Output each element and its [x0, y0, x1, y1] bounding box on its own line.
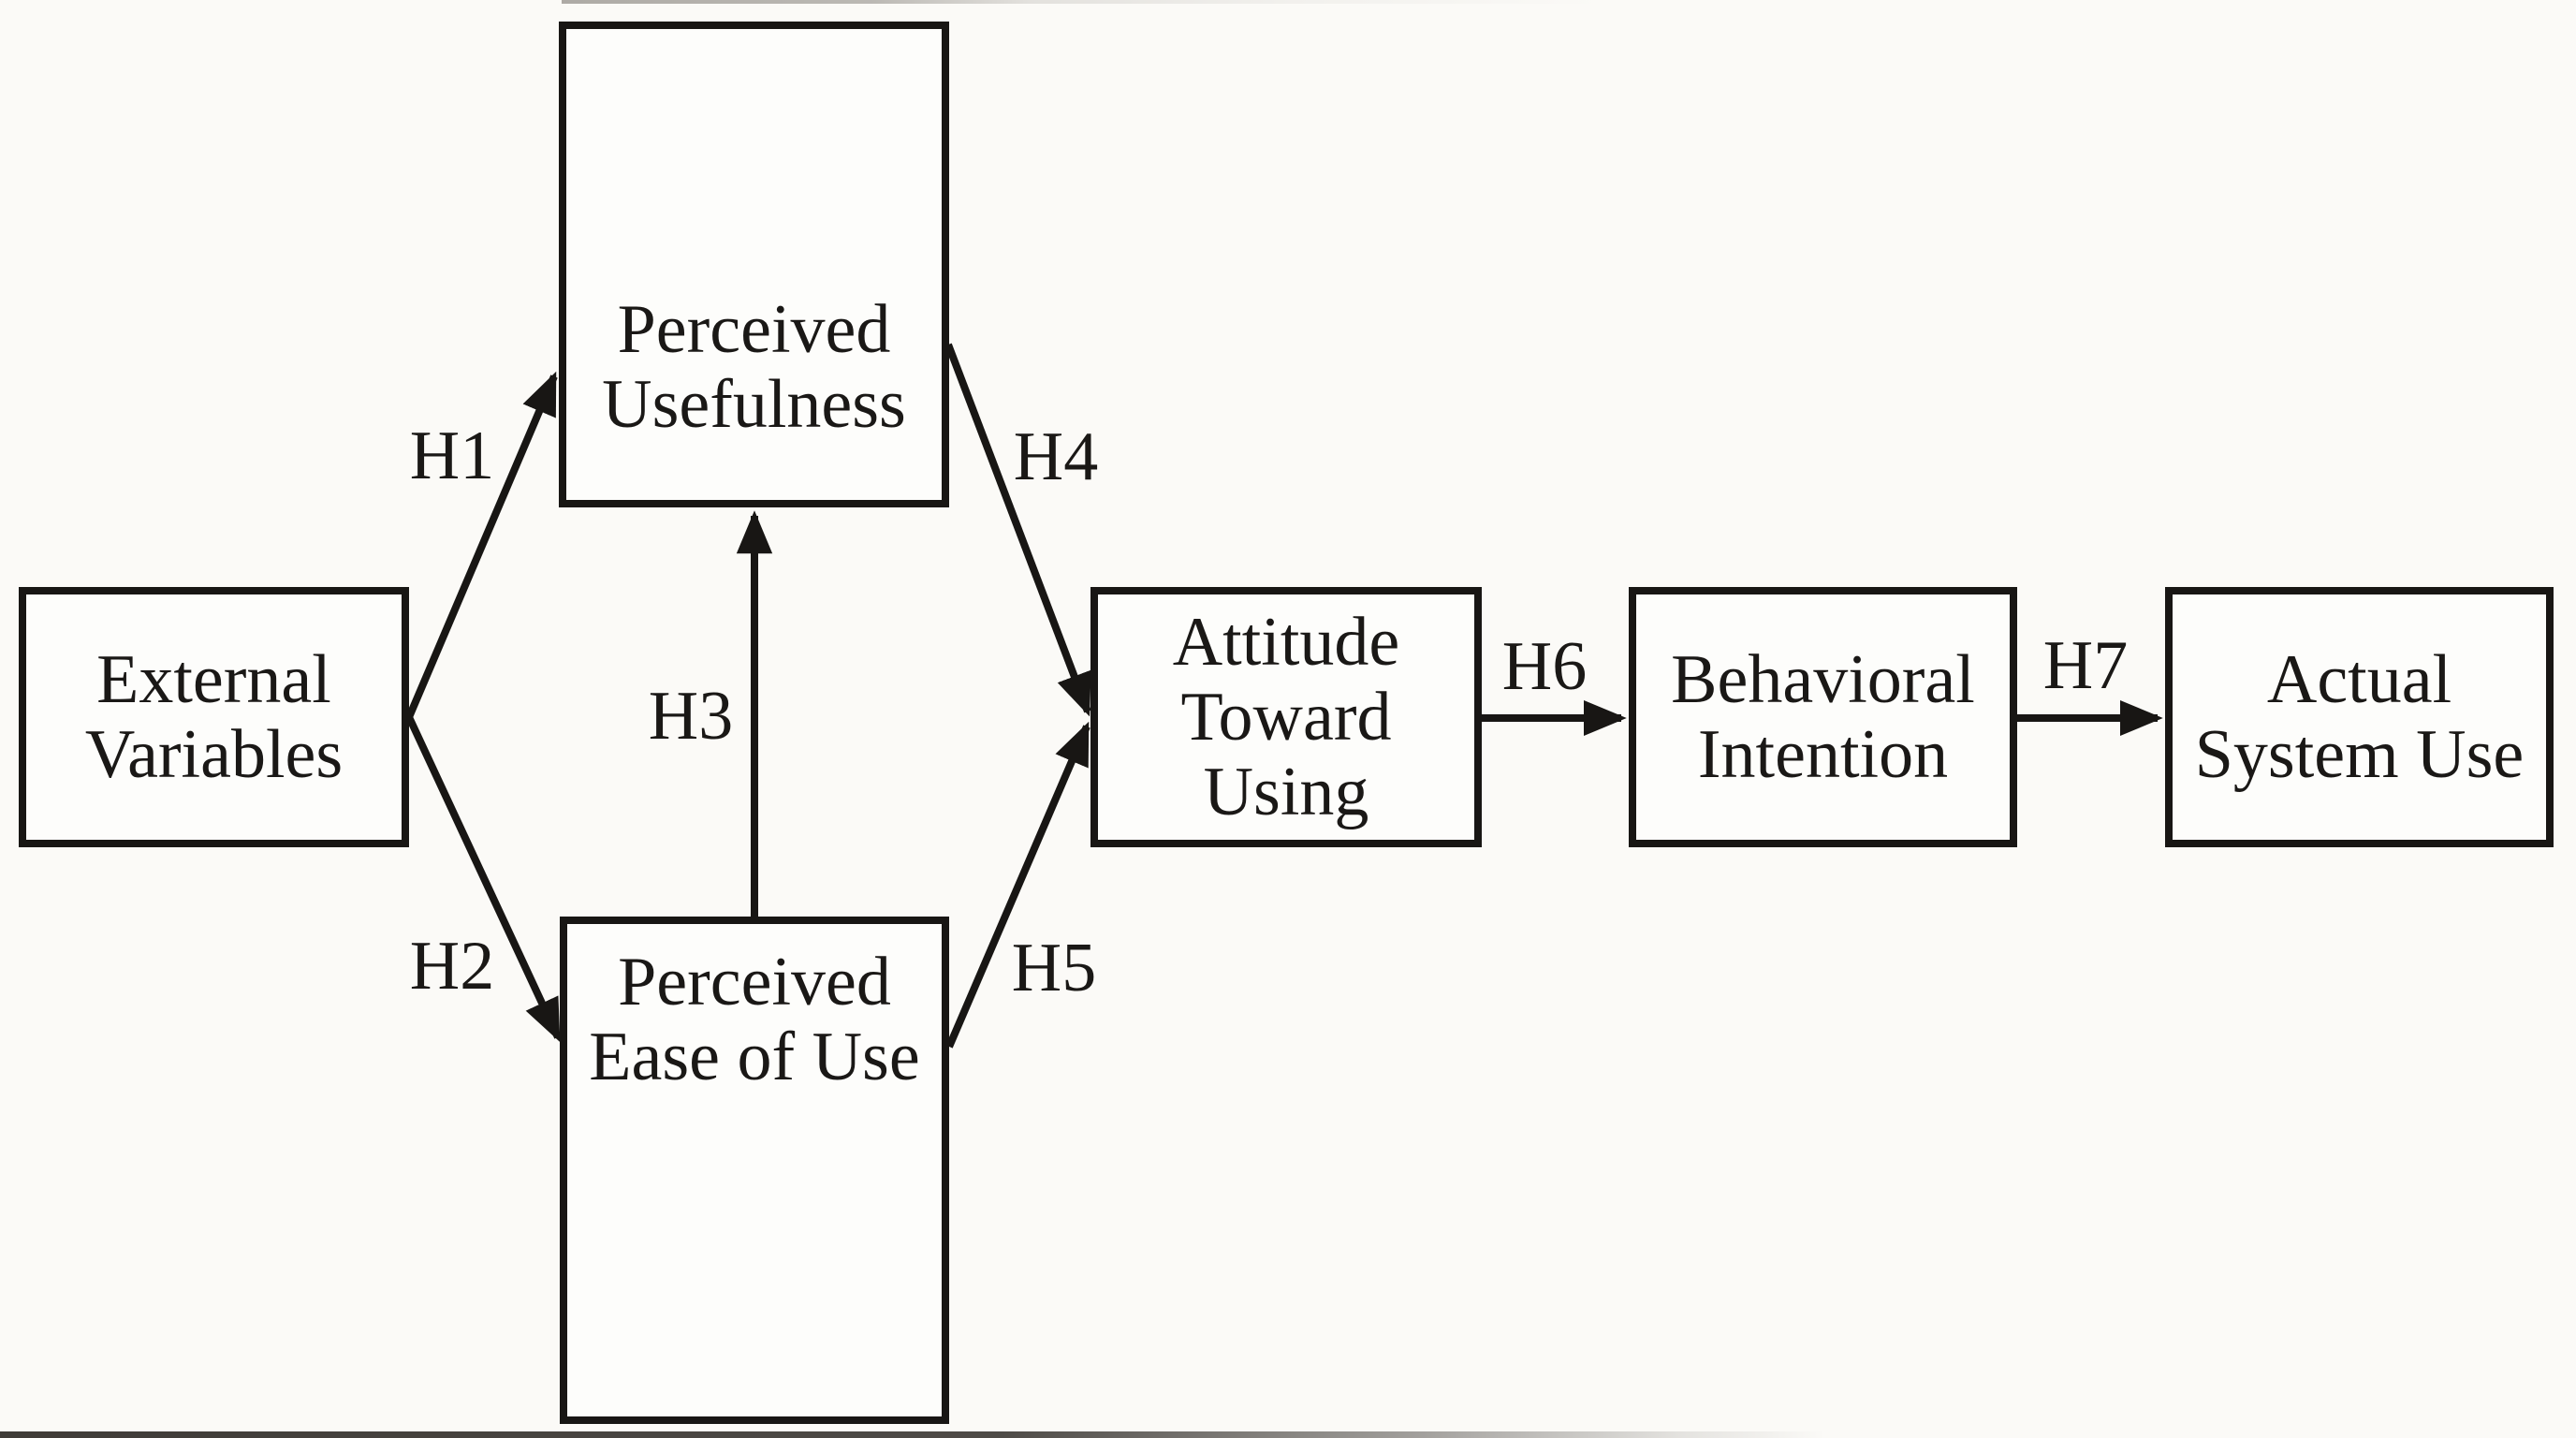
edge-label-h5: H5	[1011, 930, 1097, 1006]
node-perceived-ease-of-use: Perceived Ease of Use	[560, 917, 949, 1424]
node-behavioral-intention: Behavioral Intention	[1629, 587, 2017, 847]
node-perceived-usefulness: Perceived Usefulness	[559, 22, 949, 507]
node-actual-system-use: Actual System Use	[2165, 587, 2554, 847]
arrow-h2	[405, 715, 562, 1043]
arrow-h1	[405, 371, 558, 719]
node-label-line: Perceived	[617, 291, 891, 368]
arrow-h4	[944, 343, 1091, 717]
node-label-line: System Use	[2194, 716, 2525, 793]
node-label-line: Variables	[84, 716, 344, 793]
node-label-line: Using	[1203, 754, 1369, 830]
edge-label-h1: H1	[409, 418, 495, 494]
node-label-line: Toward	[1180, 679, 1392, 756]
node-external-variables: External Variables	[19, 587, 409, 847]
node-label-line: Ease of Use	[589, 1019, 920, 1095]
edge-label-h3: H3	[648, 678, 734, 755]
edge-label-h2: H2	[409, 928, 495, 1005]
scan-artifact-top	[562, 0, 1601, 4]
node-label-line: External	[96, 641, 331, 718]
node-attitude-toward-using: Attitude Toward Using	[1090, 587, 1482, 847]
node-label-line: Attitude	[1172, 604, 1400, 681]
edge-label-h7: H7	[2042, 627, 2129, 704]
node-label-line: Behavioral	[1671, 641, 1975, 718]
arrow-h5	[945, 721, 1090, 1049]
edge-label-h4: H4	[1013, 418, 1099, 495]
node-label-line: Perceived	[618, 944, 891, 1020]
edge-label-h6: H6	[1501, 628, 1588, 705]
node-label-line: Usefulness	[602, 366, 906, 443]
node-label-line: Actual	[2266, 641, 2452, 718]
node-label-line: Intention	[1697, 716, 1949, 793]
scan-artifact-bottom	[0, 1431, 1825, 1438]
